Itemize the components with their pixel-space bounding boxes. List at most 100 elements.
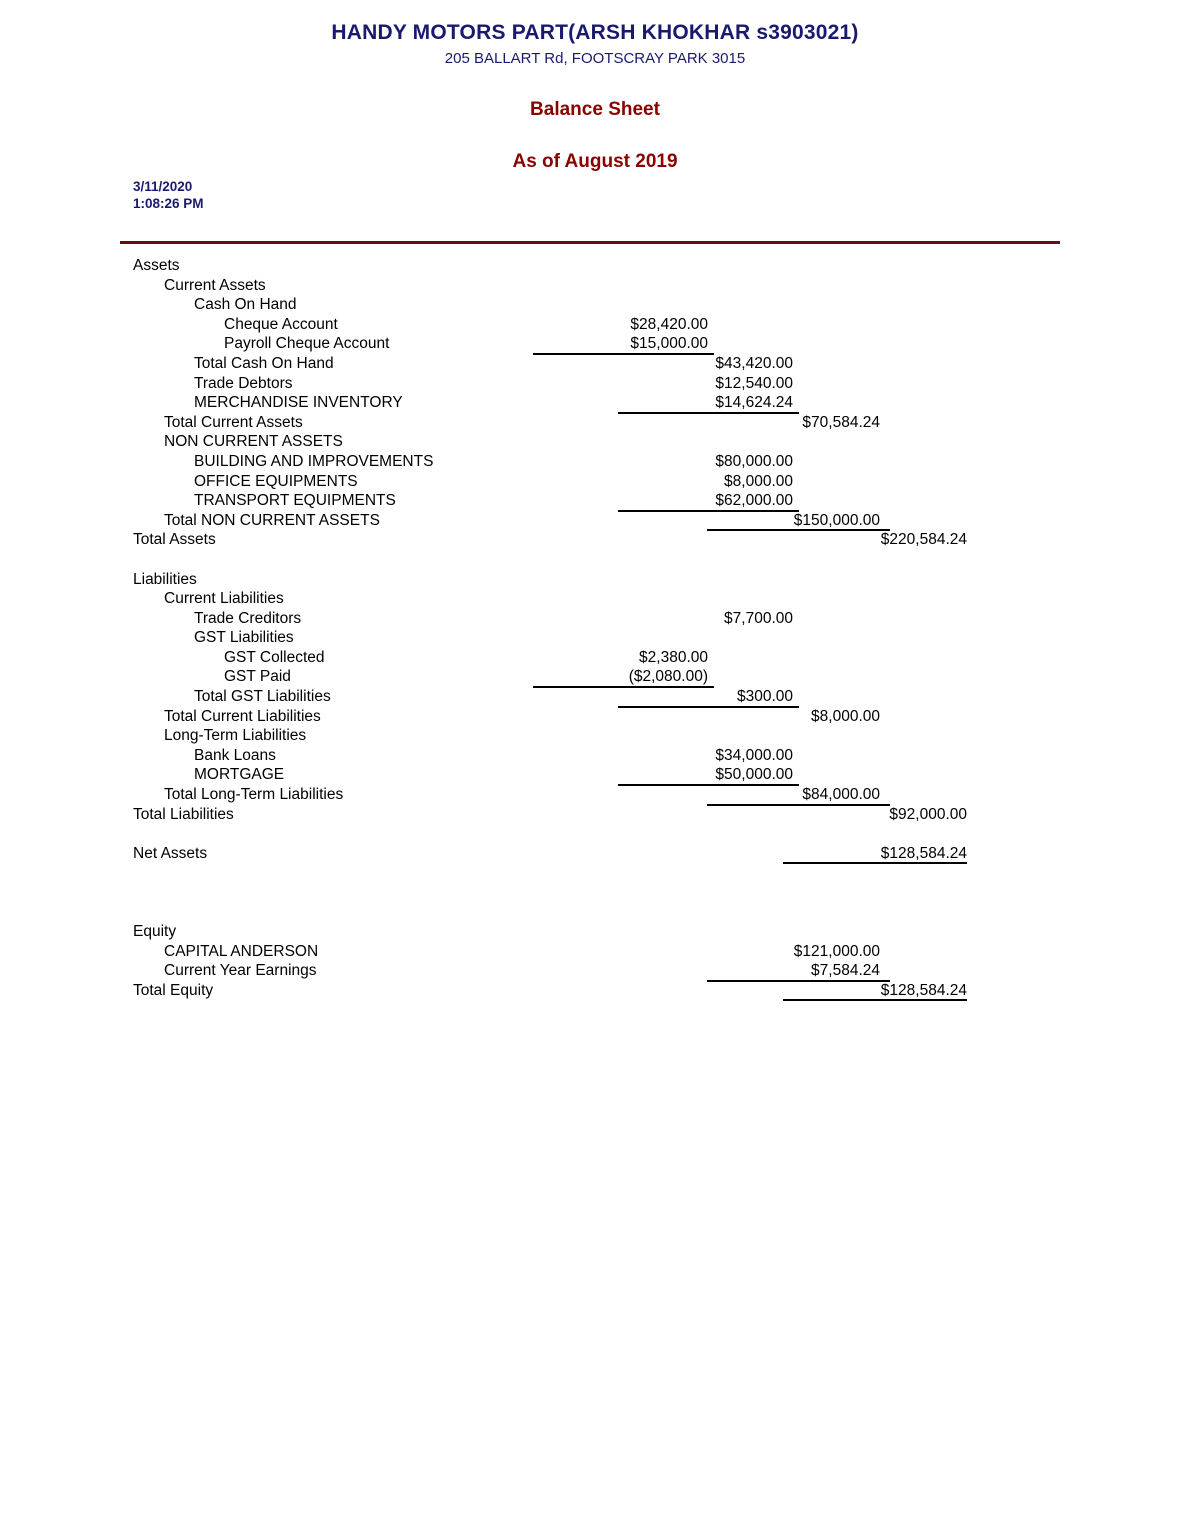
building-and-improvements-label: BUILDING AND IMPROVEMENTS bbox=[194, 452, 434, 470]
print-date: 3/11/2020 bbox=[133, 179, 193, 194]
current-year-earnings-label: Current Year Earnings bbox=[164, 962, 317, 980]
row-gst-collected: GST Collected $2,380.00 bbox=[0, 648, 1190, 668]
cash-on-hand-heading: Cash On Hand bbox=[194, 296, 297, 314]
section-spacer bbox=[0, 863, 1190, 883]
total-liabilities-label: Total Liabilities bbox=[133, 805, 234, 823]
row-merchandise-inventory: MERCHANDISE INVENTORY $14,624.24 bbox=[0, 393, 1190, 413]
balance-sheet-body: Assets Current Assets Cash On Hand Chequ… bbox=[0, 256, 1190, 1001]
row-total-cash-on-hand: Total Cash On Hand $43,420.00 bbox=[0, 352, 1190, 374]
current-assets-heading: Current Assets bbox=[164, 276, 266, 294]
row-current-assets-heading: Current Assets bbox=[0, 276, 1190, 296]
section-spacer bbox=[0, 550, 1190, 570]
trade-creditors-label: Trade Creditors bbox=[194, 609, 302, 627]
total-current-liabilities-value: $8,000.00 bbox=[811, 707, 880, 725]
row-total-gst-liabilities: Total GST Liabilities $300.00 bbox=[0, 686, 1190, 707]
trade-debtors-label: Trade Debtors bbox=[194, 374, 293, 392]
long-term-liabilities-heading: Long-Term Liabilities bbox=[164, 727, 307, 745]
gst-liabilities-heading: GST Liabilities bbox=[194, 629, 294, 647]
gst-collected-label: GST Collected bbox=[224, 648, 325, 666]
building-and-improvements-value: $80,000.00 bbox=[715, 452, 793, 470]
total-assets-value: $220,584.24 bbox=[880, 531, 967, 549]
transport-equipments-label: TRANSPORT EQUIPMENTS bbox=[194, 492, 396, 510]
row-transport-equipments: TRANSPORT EQUIPMENTS $62,000.00 bbox=[0, 491, 1190, 511]
total-current-assets-label: Total Current Assets bbox=[164, 413, 303, 431]
row-total-liabilities: Total Liabilities $92,000.00 bbox=[0, 803, 1190, 825]
subtotal-rule bbox=[618, 705, 799, 708]
row-current-year-earnings: Current Year Earnings $7,584.24 bbox=[0, 961, 1190, 981]
section-spacer bbox=[0, 903, 1190, 923]
bank-loans-label: Bank Loans bbox=[194, 746, 276, 764]
capital-anderson-value: $121,000.00 bbox=[793, 942, 880, 960]
total-liabilities-value: $92,000.00 bbox=[889, 805, 967, 823]
equity-heading: Equity bbox=[133, 923, 177, 941]
row-equity-heading: Equity bbox=[0, 922, 1190, 942]
row-mortgage: MORTGAGE $50,000.00 bbox=[0, 765, 1190, 785]
total-rule bbox=[707, 803, 890, 806]
total-assets-label: Total Assets bbox=[133, 531, 216, 549]
row-bank-loans: Bank Loans $34,000.00 bbox=[0, 746, 1190, 766]
trade-debtors-value: $12,540.00 bbox=[715, 374, 793, 392]
row-total-assets: Total Assets $220,584.24 bbox=[0, 529, 1190, 550]
net-assets-value: $128,584.24 bbox=[880, 844, 967, 862]
company-address: 205 BALLART Rd, FOOTSCRAY PARK 3015 bbox=[444, 50, 746, 67]
total-equity-value: $128,584.24 bbox=[880, 981, 967, 999]
print-timestamp: 3/11/2020 1:08:26 PM bbox=[133, 178, 204, 212]
total-cash-on-hand-label: Total Cash On Hand bbox=[194, 354, 334, 372]
total-long-term-liabilities-label: Total Long-Term Liabilities bbox=[164, 786, 344, 804]
total-long-term-liabilities-value: $84,000.00 bbox=[802, 786, 880, 804]
transport-equipments-value: $62,000.00 bbox=[715, 492, 793, 510]
subtotal-rule bbox=[533, 352, 714, 355]
total-gst-liabilities-label: Total GST Liabilities bbox=[194, 688, 331, 706]
row-current-liabilities-heading: Current Liabilities bbox=[0, 589, 1190, 609]
mortgage-value: $50,000.00 bbox=[715, 766, 793, 784]
current-year-earnings-value: $7,584.24 bbox=[811, 962, 880, 980]
payroll-cheque-account-value: $15,000.00 bbox=[630, 335, 708, 353]
total-current-assets-value: $70,584.24 bbox=[802, 413, 880, 431]
row-trade-debtors: Trade Debtors $12,540.00 bbox=[0, 374, 1190, 394]
row-capital-anderson: CAPITAL ANDERSON $121,000.00 bbox=[0, 942, 1190, 962]
cheque-account-label: Cheque Account bbox=[224, 315, 338, 333]
row-trade-creditors: Trade Creditors $7,700.00 bbox=[0, 609, 1190, 629]
row-liabilities-heading: Liabilities bbox=[0, 570, 1190, 590]
total-current-liabilities-label: Total Current Liabilities bbox=[164, 707, 321, 725]
gst-collected-value: $2,380.00 bbox=[639, 648, 708, 666]
row-total-non-current-assets: Total NON CURRENT ASSETS $150,000.00 bbox=[0, 509, 1190, 531]
cheque-account-value: $28,420.00 bbox=[630, 315, 708, 333]
total-gst-liabilities-value: $300.00 bbox=[736, 688, 793, 706]
trade-creditors-value: $7,700.00 bbox=[724, 609, 793, 627]
grand-total-rule bbox=[783, 998, 967, 1001]
row-total-current-liabilities: Total Current Liabilities $8,000.00 bbox=[0, 705, 1190, 727]
report-title: Balance Sheet bbox=[530, 99, 660, 120]
row-cheque-account: Cheque Account $28,420.00 bbox=[0, 315, 1190, 335]
subtotal-rule bbox=[533, 686, 714, 689]
print-time: 1:08:26 PM bbox=[133, 196, 204, 211]
company-name: HANDY MOTORS PART(ARSH KHOKHAR s3903021) bbox=[331, 21, 859, 44]
report-period: As of August 2019 bbox=[512, 151, 678, 172]
row-total-long-term-liabilities: Total Long-Term Liabilities $84,000.00 bbox=[0, 784, 1190, 805]
office-equipments-label: OFFICE EQUIPMENTS bbox=[194, 472, 358, 490]
row-total-equity: Total Equity $128,584.24 bbox=[0, 979, 1190, 1001]
document-header: HANDY MOTORS PART(ARSH KHOKHAR s3903021)… bbox=[0, 0, 1190, 174]
net-assets-label: Net Assets bbox=[133, 844, 208, 862]
total-non-current-assets-label: Total NON CURRENT ASSETS bbox=[164, 511, 380, 529]
total-rule bbox=[707, 529, 890, 532]
total-non-current-assets-value: $150,000.00 bbox=[793, 511, 880, 529]
office-equipments-value: $8,000.00 bbox=[724, 472, 793, 490]
row-cash-on-hand-heading: Cash On Hand bbox=[0, 295, 1190, 315]
payroll-cheque-account-label: Payroll Cheque Account bbox=[224, 335, 390, 353]
mortgage-label: MORTGAGE bbox=[194, 766, 285, 784]
net-assets-rule bbox=[783, 861, 967, 864]
total-cash-on-hand-value: $43,420.00 bbox=[715, 354, 793, 372]
row-non-current-assets-heading: NON CURRENT ASSETS bbox=[0, 432, 1190, 452]
total-rule bbox=[707, 979, 890, 982]
row-office-equipments: OFFICE EQUIPMENTS $8,000.00 bbox=[0, 472, 1190, 492]
row-payroll-cheque-account: Payroll Cheque Account $15,000.00 bbox=[0, 334, 1190, 354]
row-net-assets: Net Assets $128,584.24 bbox=[0, 844, 1190, 864]
merchandise-inventory-value: $14,624.24 bbox=[715, 394, 793, 412]
row-building-and-improvements: BUILDING AND IMPROVEMENTS $80,000.00 bbox=[0, 452, 1190, 472]
row-long-term-liabilities-heading: Long-Term Liabilities bbox=[0, 726, 1190, 746]
subtotal-rule bbox=[618, 784, 799, 787]
total-equity-label: Total Equity bbox=[133, 981, 214, 999]
non-current-assets-heading: NON CURRENT ASSETS bbox=[164, 433, 343, 451]
row-total-current-assets: Total Current Assets $70,584.24 bbox=[0, 411, 1190, 433]
